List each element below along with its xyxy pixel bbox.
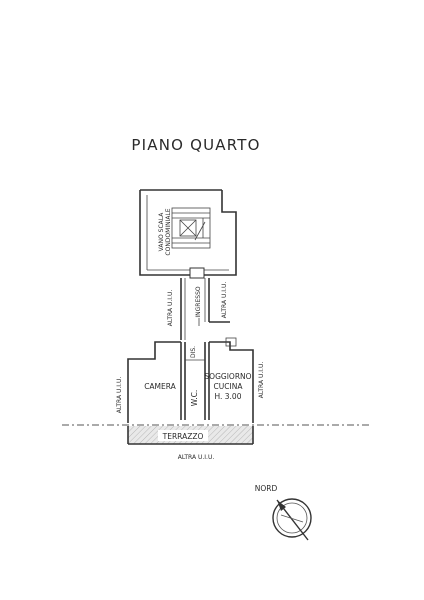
plan-title: PIANO QUARTO [131,136,260,154]
soggiorno-label: SOGGIORNO [204,372,251,381]
nord-label: NORD [255,484,278,493]
altra-uiu-left-label: ALTRA U.I.U. [116,377,123,414]
stair-steps [172,212,210,244]
north-arrow-icon [272,498,312,541]
cucina-label: CUCINA [214,382,244,391]
height-label: H. 3.00 [215,392,242,401]
altra-uiu-right-label: ALTRA U.I.U. [258,362,265,399]
altra-uiu-right-top-label: ALTRA U.I.U. [221,282,228,319]
ingresso-label: INGRESSO [195,286,202,317]
apartment: DIS. CAMERA W.C. SOGGIORNO CUCINA H. 3.0… [127,337,254,423]
corridor: INGRESSO ALTRA U.I.U. ALTRA U.I.U. [167,278,230,340]
dis-label: DIS. [190,346,197,358]
camera-label: CAMERA [144,382,176,391]
condominiale-label: CONDOMINIALE [165,208,172,255]
wc-label: W.C. [190,390,199,407]
north-compass: NORD [255,484,312,541]
stairwell: VANO SCALA CONDOMINIALE [139,189,237,279]
vano-scala-label: VANO SCALA [158,212,165,252]
terrazzo: TERRAZZO [127,426,254,445]
altra-uiu-bottom-label: ALTRA U.I.U. [178,454,215,461]
altra-uiu-center-label: ALTRA U.I.U. [167,290,174,327]
terrazzo-label: TERRAZZO [162,432,204,441]
